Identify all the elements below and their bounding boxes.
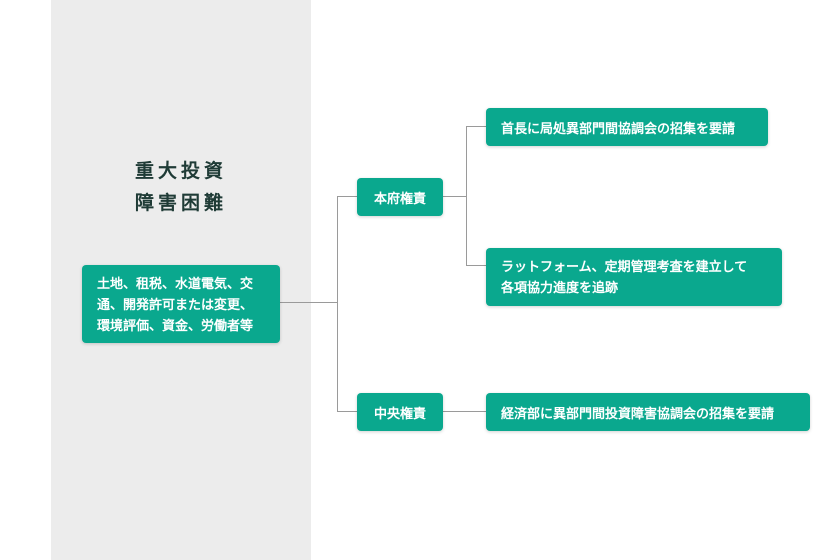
connector-local-out xyxy=(442,196,467,197)
source-box: 土地、租税、水道電気、交 通、開発許可または変更、 環境評価、資金、労働者等 xyxy=(82,265,280,343)
local-authority-box: 本府権責 xyxy=(357,178,443,216)
connector-local-to-action-1 xyxy=(466,126,487,127)
source-line-1: 土地、租税、水道電気、交 xyxy=(97,277,254,292)
local-action-1-label: 首長に局処異部門間協調会の招集を要請 xyxy=(501,121,736,137)
local-action-2-line-2: 各項協力進度を追跡 xyxy=(501,281,619,296)
source-line-3: 環境評価、資金、労働者等 xyxy=(97,319,254,334)
connector-central-to-action xyxy=(442,411,487,412)
connector-local-trunk xyxy=(466,126,467,266)
local-action-2-line-1: ラットフォーム、定期管理考査を建立して xyxy=(501,260,748,275)
local-action-2-box: ラットフォーム、定期管理考査を建立して 各項協力進度を追跡 xyxy=(486,248,782,306)
title-line-2: 障害困難 xyxy=(134,192,227,214)
central-authority-box: 中央権責 xyxy=(357,393,443,431)
central-authority-label: 中央権責 xyxy=(373,406,426,422)
source-line-2: 通、開発許可または変更、 xyxy=(97,298,254,313)
local-authority-label: 本府権責 xyxy=(373,191,426,207)
connector-main-trunk xyxy=(337,196,338,412)
central-action-label: 経済部に異部門間投資障害協調会の招集を要請 xyxy=(501,406,775,422)
diagram-title: 重大投資 障害困難 xyxy=(51,155,311,219)
local-action-1-box: 首長に局処異部門間協調会の招集を要請 xyxy=(486,108,768,146)
connector-trunk-to-central xyxy=(337,411,358,412)
central-action-box: 経済部に異部門間投資障害協調会の招集を要請 xyxy=(486,393,810,431)
connector-local-to-action-2 xyxy=(466,265,487,266)
connector-trunk-to-local xyxy=(337,196,358,197)
title-line-1: 重大投資 xyxy=(134,160,227,182)
connector-source-to-trunk xyxy=(279,302,338,303)
